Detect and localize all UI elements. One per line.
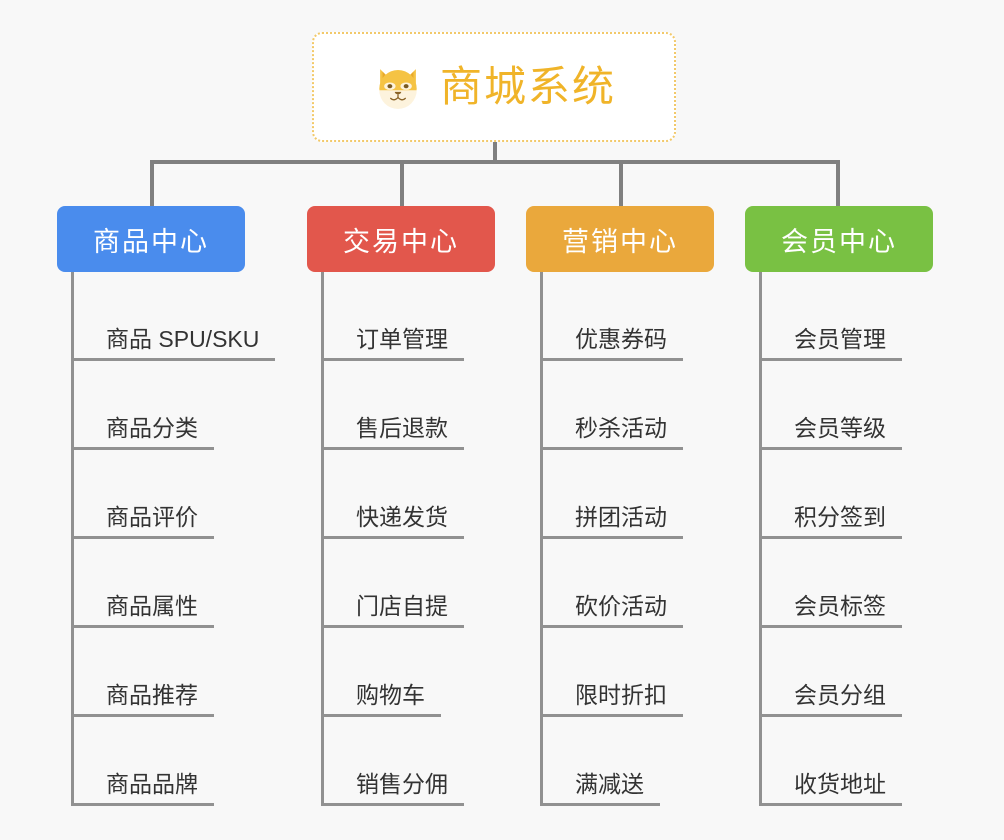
- category-header-marketing-center[interactable]: 营销中心: [526, 206, 714, 272]
- leaf-underline: [762, 625, 902, 628]
- leaf-list-product-center: 商品 SPU/SKU 商品分类 商品评价 商品属性 商品推荐 商品品牌: [71, 272, 275, 806]
- connector-horizontal-bus: [150, 160, 840, 164]
- leaf-label: 商品评价: [106, 504, 198, 530]
- leaf-underline: [74, 358, 275, 361]
- connector-drop-2: [400, 160, 404, 208]
- list-item[interactable]: 会员分组: [762, 628, 933, 717]
- leaf-label: 会员管理: [794, 326, 886, 352]
- list-item[interactable]: 销售分佣: [324, 717, 495, 806]
- list-item[interactable]: 门店自提: [324, 539, 495, 628]
- list-item[interactable]: 商品评价: [74, 450, 275, 539]
- list-item[interactable]: 积分签到: [762, 450, 933, 539]
- list-item[interactable]: 会员标签: [762, 539, 933, 628]
- leaf-underline: [762, 803, 902, 806]
- leaf-underline: [324, 536, 464, 539]
- branch-marketing-center: 营销中心 优惠券码 秒杀活动 拼团活动 砍价活动 限时折扣: [526, 206, 714, 806]
- leaf-underline: [543, 625, 683, 628]
- leaf-underline: [324, 358, 464, 361]
- connector-drop-3: [619, 160, 623, 208]
- list-item[interactable]: 秒杀活动: [543, 361, 714, 450]
- leaf-list-marketing-center: 优惠券码 秒杀活动 拼团活动 砍价活动 限时折扣 满减送: [540, 272, 714, 806]
- list-item[interactable]: 订单管理: [324, 272, 495, 361]
- category-label: 商品中心: [93, 226, 209, 257]
- leaf-underline: [762, 358, 902, 361]
- shiba-dog-face-icon: [379, 69, 417, 109]
- list-item[interactable]: 商品 SPU/SKU: [74, 272, 275, 361]
- leaf-underline: [543, 714, 683, 717]
- leaf-label: 售后退款: [356, 415, 448, 441]
- leaf-list-trade-center: 订单管理 售后退款 快递发货 门店自提 购物车 销售分佣: [321, 272, 495, 806]
- list-item[interactable]: 快递发货: [324, 450, 495, 539]
- leaf-label: 砍价活动: [575, 593, 667, 619]
- leaf-label: 限时折扣: [575, 682, 667, 708]
- leaf-underline: [74, 714, 214, 717]
- leaf-label: 购物车: [356, 682, 425, 708]
- category-header-member-center[interactable]: 会员中心: [745, 206, 933, 272]
- category-label: 营销中心: [562, 226, 678, 257]
- leaf-underline: [74, 447, 214, 450]
- branch-trade-center: 交易中心 订单管理 售后退款 快递发货 门店自提 购物车: [307, 206, 495, 806]
- leaf-underline: [324, 714, 441, 717]
- root-title: 商城系统: [439, 63, 616, 110]
- leaf-underline: [74, 625, 214, 628]
- leaf-label: 商品 SPU/SKU: [106, 326, 260, 352]
- leaf-underline: [74, 803, 214, 806]
- leaf-underline: [543, 447, 683, 450]
- leaf-label: 收货地址: [794, 771, 886, 797]
- leaf-underline: [762, 447, 902, 450]
- list-item[interactable]: 满减送: [543, 717, 714, 806]
- leaf-label: 会员分组: [794, 682, 886, 708]
- list-item[interactable]: 限时折扣: [543, 628, 714, 717]
- list-item[interactable]: 售后退款: [324, 361, 495, 450]
- leaf-label: 积分签到: [794, 504, 886, 530]
- leaf-underline: [74, 536, 214, 539]
- leaf-label: 快递发货: [356, 504, 448, 530]
- list-item[interactable]: 购物车: [324, 628, 495, 717]
- leaf-label: 商品分类: [106, 415, 198, 441]
- leaf-label: 销售分佣: [356, 771, 448, 797]
- leaf-label: 满减送: [575, 771, 644, 797]
- leaf-label: 会员标签: [794, 593, 886, 619]
- leaf-underline: [324, 625, 464, 628]
- connector-drop-4: [836, 160, 840, 208]
- branch-member-center: 会员中心 会员管理 会员等级 积分签到 会员标签 会员分组: [745, 206, 933, 806]
- leaf-underline: [324, 803, 464, 806]
- branch-product-center: 商品中心 商品 SPU/SKU 商品分类 商品评价 商品属性 商品推荐: [57, 206, 275, 806]
- leaf-label: 门店自提: [356, 593, 448, 619]
- list-item[interactable]: 会员等级: [762, 361, 933, 450]
- list-item[interactable]: 商品品牌: [74, 717, 275, 806]
- list-item[interactable]: 砍价活动: [543, 539, 714, 628]
- leaf-label: 优惠券码: [575, 326, 667, 352]
- root-node[interactable]: 商城系统: [312, 32, 676, 142]
- list-item[interactable]: 会员管理: [762, 272, 933, 361]
- connector-drop-1: [150, 160, 154, 208]
- leaf-underline: [762, 714, 902, 717]
- list-item[interactable]: 商品属性: [74, 539, 275, 628]
- leaf-label: 会员等级: [794, 415, 886, 441]
- leaf-underline: [762, 536, 902, 539]
- list-item[interactable]: 优惠券码: [543, 272, 714, 361]
- leaf-label: 商品属性: [106, 593, 198, 619]
- list-item[interactable]: 商品推荐: [74, 628, 275, 717]
- category-header-trade-center[interactable]: 交易中心: [307, 206, 495, 272]
- leaf-label: 商品品牌: [106, 771, 198, 797]
- category-label: 交易中心: [343, 226, 459, 257]
- leaf-label: 秒杀活动: [575, 415, 667, 441]
- list-item[interactable]: 拼团活动: [543, 450, 714, 539]
- list-item[interactable]: 收货地址: [762, 717, 933, 806]
- category-header-product-center[interactable]: 商品中心: [57, 206, 245, 272]
- leaf-label: 商品推荐: [106, 682, 198, 708]
- connector-root-stem: [493, 142, 497, 162]
- leaf-underline: [543, 536, 683, 539]
- leaf-underline: [324, 447, 464, 450]
- leaf-underline: [543, 358, 683, 361]
- leaf-label: 拼团活动: [575, 504, 667, 530]
- leaf-list-member-center: 会员管理 会员等级 积分签到 会员标签 会员分组 收货地址: [759, 272, 933, 806]
- leaf-underline: [543, 803, 660, 806]
- leaf-label: 订单管理: [356, 326, 448, 352]
- list-item[interactable]: 商品分类: [74, 361, 275, 450]
- category-label: 会员中心: [781, 226, 897, 257]
